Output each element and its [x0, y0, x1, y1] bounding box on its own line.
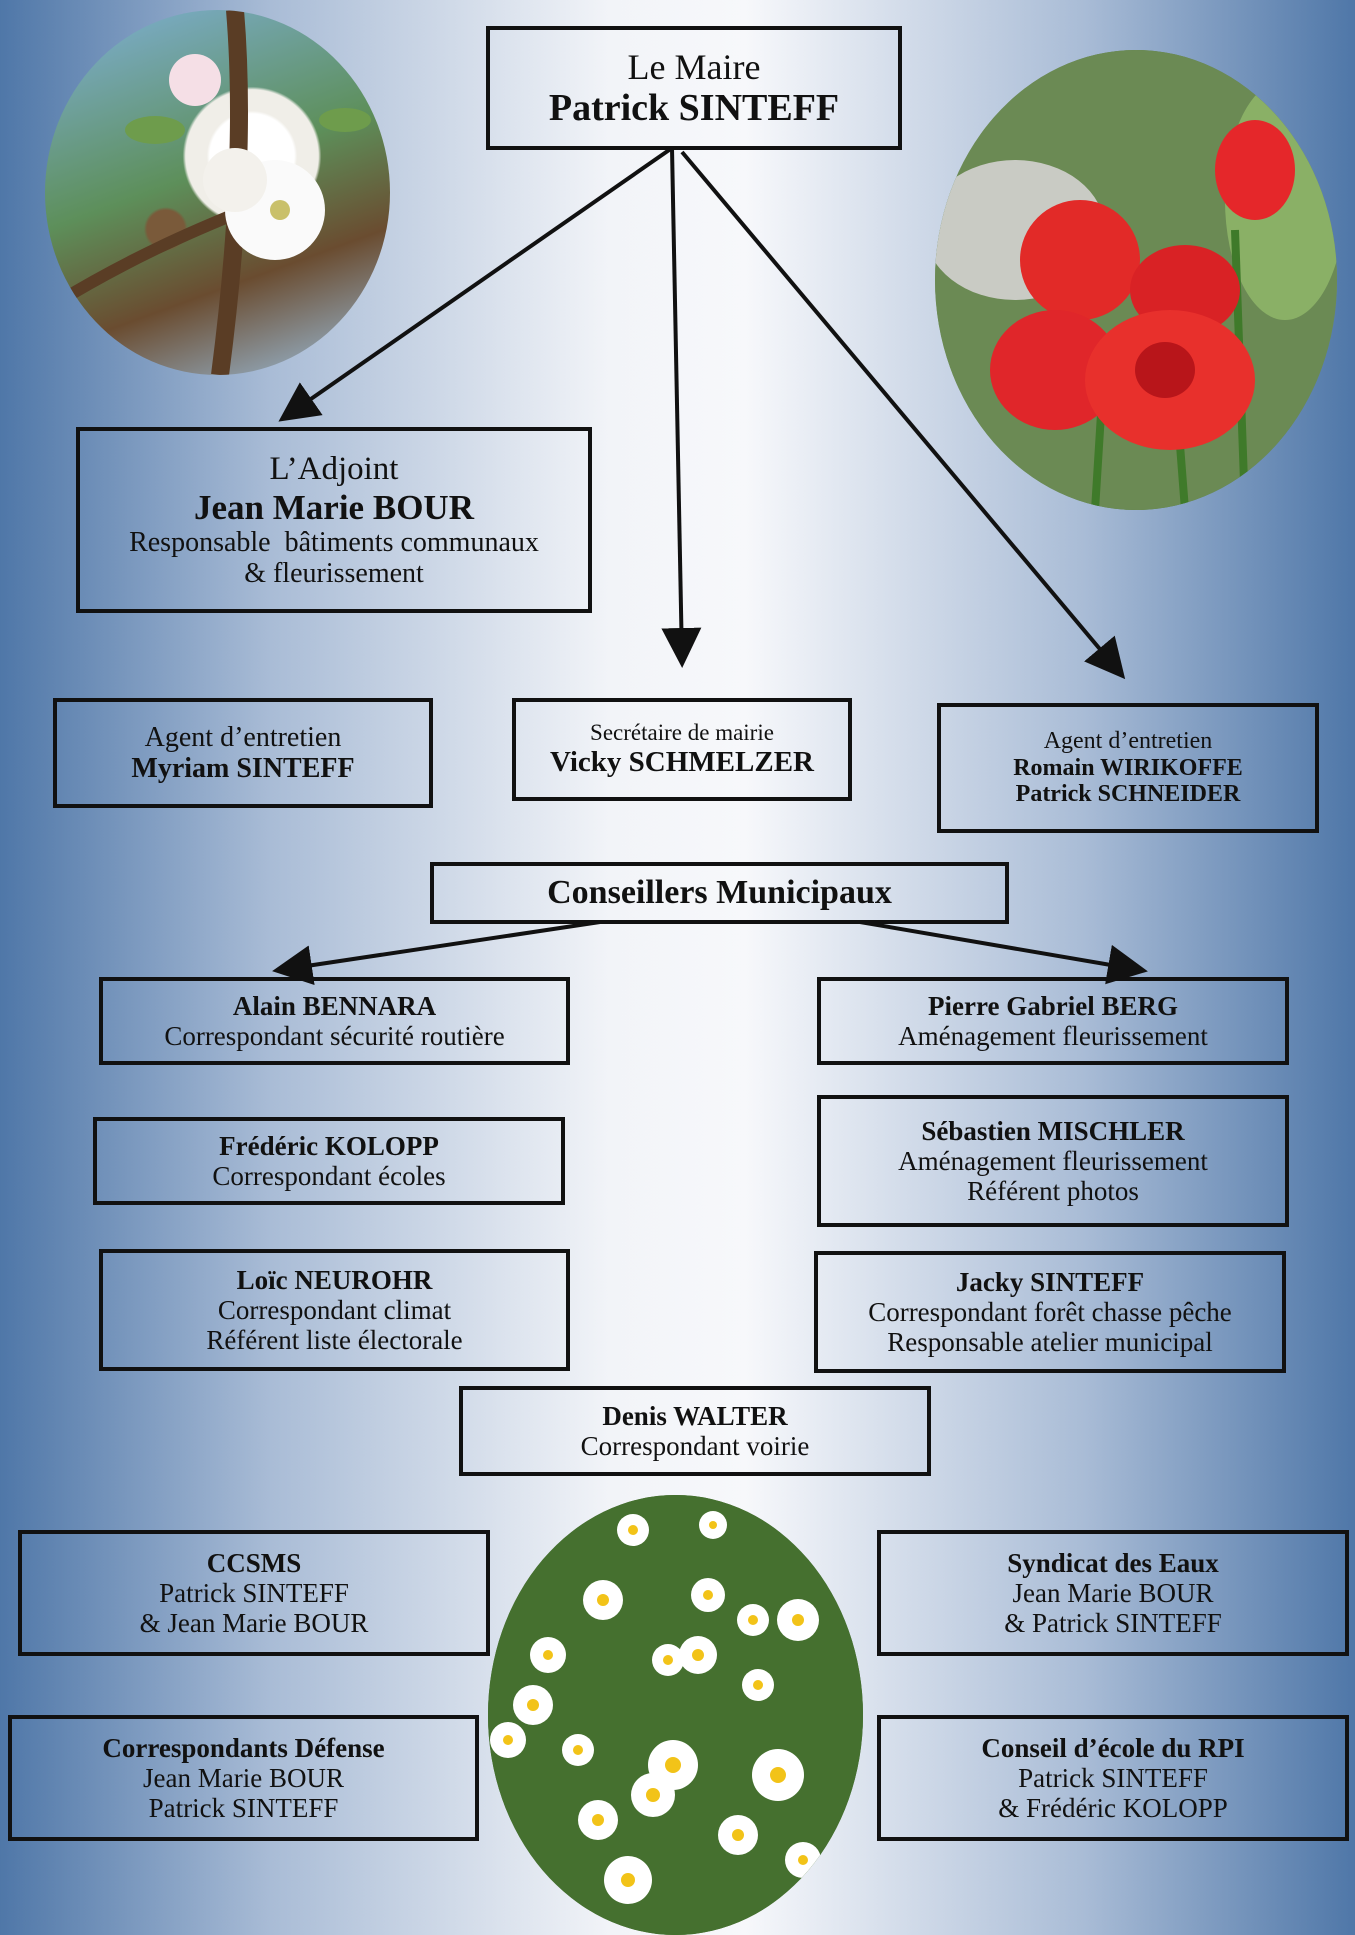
tulip-drawing	[935, 50, 1337, 510]
secretary-title: Secrétaire de mairie	[590, 720, 774, 746]
agent-left-title: Agent d’entretien	[144, 721, 342, 753]
deputy-role-2: & fleurissement	[244, 558, 424, 590]
council-header: Conseillers Municipaux	[430, 862, 1009, 924]
council-header-label: Conseillers Municipaux	[547, 873, 892, 911]
councillor-mischler: Sébastien MISCHLER Aménagement fleurisse…	[817, 1095, 1289, 1227]
red-tulips-photo	[935, 50, 1337, 510]
councillor-role-2: Responsable atelier municipal	[887, 1327, 1213, 1358]
body-name: CCSMS	[206, 1547, 302, 1578]
councillor-role: Correspondant forêt chasse pêche	[868, 1296, 1232, 1327]
councillor-name: Loïc NEUROHR	[236, 1264, 433, 1295]
deputy-role-1: Responsable bâtiments communaux	[129, 526, 539, 558]
councillor-bennara: Alain BENNARA Correspondant sécurité rou…	[99, 977, 570, 1065]
councillor-role: Aménagement fleurissement	[898, 1021, 1208, 1051]
councillor-name: Frédéric KOLOPP	[219, 1130, 439, 1161]
body-name: Conseil d’école du RPI	[981, 1732, 1245, 1763]
arrow-council-to-left	[272, 920, 601, 986]
agent-right-name-1: Romain WIRIKOFFE	[1013, 754, 1243, 781]
body-member-2: & Patrick SINTEFF	[1004, 1608, 1222, 1639]
deputy-name: Jean Marie BOUR	[194, 487, 474, 527]
arrow-mayor-to-secretary	[661, 147, 702, 668]
daisies-photo	[488, 1495, 863, 1935]
body-member-2: & Frédéric KOLOPP	[998, 1793, 1228, 1824]
body-member-2: & Jean Marie BOUR	[139, 1608, 369, 1639]
councillor-role: Correspondant voirie	[580, 1431, 810, 1461]
councillor-name: Pierre Gabriel BERG	[928, 990, 1178, 1021]
body-member-1: Jean Marie BOUR	[1012, 1577, 1214, 1608]
daisy-drawing	[488, 1495, 863, 1935]
mayor-title: Le Maire	[627, 46, 761, 87]
councillor-name: Jacky SINTEFF	[955, 1266, 1145, 1297]
deputy-title: L’Adjoint	[269, 450, 399, 487]
councillor-name: Sébastien MISCHLER	[921, 1115, 1185, 1146]
councillor-name: Alain BENNARA	[232, 990, 437, 1021]
councillor-neurohr: Loïc NEUROHR Correspondant climat Référe…	[99, 1249, 570, 1371]
arrow-mayor-to-deputy	[278, 146, 674, 422]
arrow-council-to-right	[859, 920, 1148, 985]
body-member-1: Jean Marie BOUR	[143, 1762, 344, 1793]
agent-right-title: Agent d’entretien	[1043, 727, 1213, 754]
body-syndicat-eaux: Syndicat des Eaux Jean Marie BOUR & Patr…	[877, 1530, 1349, 1656]
body-name: Correspondants Défense	[102, 1732, 385, 1763]
arrow-mayor-to-agent-right	[680, 150, 1126, 680]
councillor-role: Aménagement fleurissement	[898, 1145, 1208, 1176]
councillor-name: Denis WALTER	[602, 1400, 788, 1431]
councillor-berg: Pierre Gabriel BERG Aménagement fleuriss…	[817, 977, 1289, 1065]
councillor-kolopp: Frédéric KOLOPP Correspondant écoles	[93, 1117, 565, 1205]
secretary-box: Secrétaire de mairie Vicky SCHMELZER	[512, 698, 852, 801]
secretary-name: Vicky SCHMELZER	[550, 746, 814, 779]
body-correspondants-defense: Correspondants Défense Jean Marie BOUR P…	[8, 1715, 479, 1841]
body-member-2: Patrick SINTEFF	[148, 1793, 339, 1824]
blossom-branch-drawing	[45, 10, 371, 375]
body-member-1: Patrick SINTEFF	[159, 1577, 349, 1608]
body-ccsms: CCSMS Patrick SINTEFF & Jean Marie BOUR	[18, 1530, 490, 1656]
apple-blossom-photo	[45, 10, 390, 375]
agent-right-box: Agent d’entretien Romain WIRIKOFFE Patri…	[937, 703, 1319, 833]
mayor-box: Le Maire Patrick SINTEFF	[486, 26, 902, 150]
body-name: Syndicat des Eaux	[1007, 1547, 1219, 1578]
councillor-role: Correspondant climat	[217, 1294, 452, 1325]
agent-left-name: Myriam SINTEFF	[131, 753, 355, 784]
agent-right-name-2: Patrick SCHNEIDER	[1015, 781, 1241, 808]
councillor-role: Correspondant sécurité routière	[164, 1021, 505, 1051]
agent-left-box: Agent d’entretien Myriam SINTEFF	[53, 698, 433, 808]
deputy-box: L’Adjoint Jean Marie BOUR Responsable bâ…	[76, 427, 592, 613]
councillor-jacky: Jacky SINTEFF Correspondant forêt chasse…	[814, 1251, 1286, 1373]
councillor-role-2: Référent photos	[967, 1176, 1139, 1207]
body-conseil-ecole-rpi: Conseil d’école du RPI Patrick SINTEFF &…	[877, 1715, 1349, 1841]
mayor-name: Patrick SINTEFF	[548, 86, 840, 129]
councillor-role: Correspondant écoles	[212, 1161, 446, 1191]
councillor-walter: Denis WALTER Correspondant voirie	[459, 1386, 931, 1476]
body-member-1: Patrick SINTEFF	[1018, 1762, 1208, 1793]
councillor-role-2: Référent liste électorale	[206, 1325, 463, 1356]
